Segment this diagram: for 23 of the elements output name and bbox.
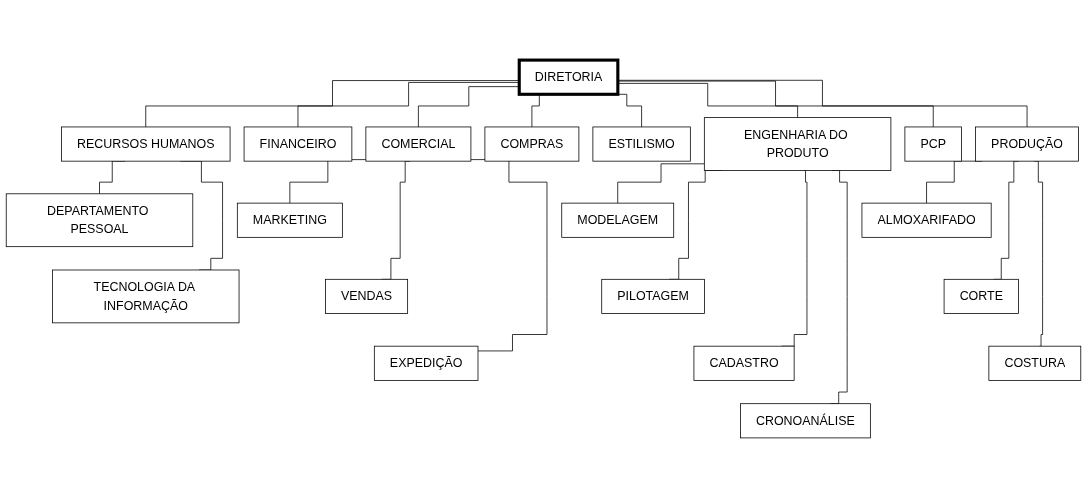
node-box: PILOTAGEM xyxy=(601,278,705,314)
node-box: PRODUÇÃO xyxy=(975,126,1079,162)
node-box: ENGENHARIA DO PRODUTO xyxy=(703,117,892,171)
connector xyxy=(470,159,548,352)
node-box: RECURSOS HUMANOS xyxy=(61,126,231,162)
node-box: DEPARTAMENTO PESSOAL xyxy=(5,193,194,248)
node-box: ESTILISMO xyxy=(592,126,691,162)
node-box: PCP xyxy=(904,126,962,162)
node-box: FINANCEIRO xyxy=(243,126,353,162)
node-box: EXPEDIÇÃO xyxy=(373,345,479,381)
node-box: MARKETING xyxy=(236,202,343,238)
node-box: VENDAS xyxy=(325,278,409,314)
node-box: COSTURA xyxy=(988,345,1082,381)
node-box: TECNOLOGIA DA INFORMAÇÃO xyxy=(52,269,240,324)
node-box: CORTE xyxy=(943,278,1019,314)
node-box: CADASTRO xyxy=(693,345,795,381)
node-box: ALMOXARIFADO xyxy=(861,202,992,238)
connector xyxy=(617,163,705,204)
node-box: COMERCIAL xyxy=(365,126,472,162)
node-box: CRONOANÁLISE xyxy=(740,403,871,439)
node-box: COMPRAS xyxy=(484,126,580,162)
node-box: DIRETORIA xyxy=(517,58,620,96)
node-box: MODELAGEM xyxy=(561,202,675,238)
